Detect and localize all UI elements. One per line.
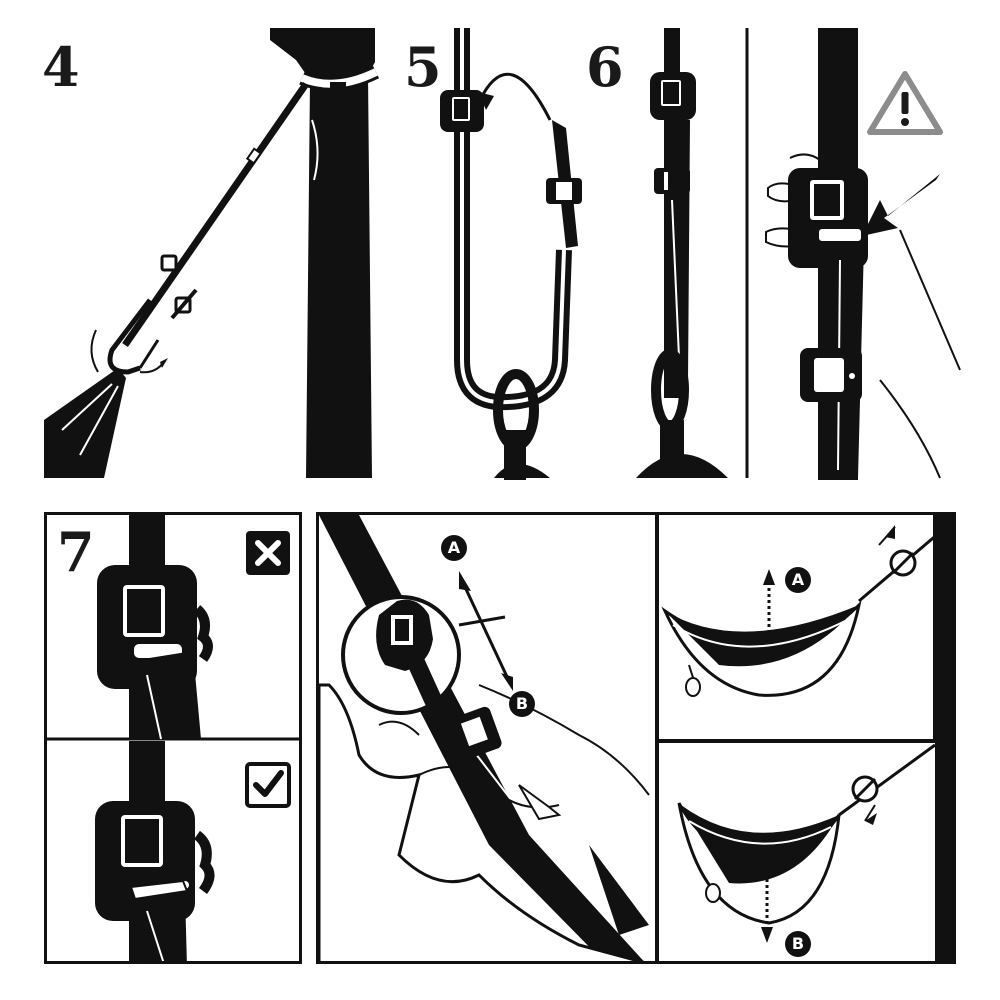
step-number-5: 5 [404, 35, 442, 99]
label-b-strap: B [509, 691, 535, 717]
adjust-strap-panel: A B [316, 512, 658, 964]
check-box-icon [245, 762, 291, 808]
hammock-raise-panel: A [656, 512, 956, 742]
step6-illustration [636, 28, 728, 478]
label-a-strap: A [441, 535, 467, 561]
label-b-hammock: B [785, 931, 811, 957]
step7-panel: 7 [44, 512, 302, 964]
step-number-4: 4 [42, 35, 80, 99]
hammock-lower-illustration [677, 743, 953, 961]
top-row-illustration [44, 28, 961, 480]
label-a-hammock: A [785, 567, 811, 593]
adjust-strap-illustration [319, 515, 650, 961]
warning-illustration [765, 28, 961, 480]
warning-triangle-icon [867, 71, 943, 135]
hammock-lower-panel: B [656, 740, 956, 964]
step7-illustration [47, 515, 299, 961]
step4-illustration [44, 28, 380, 478]
step-number-7: 7 [57, 520, 95, 584]
step-number-6: 6 [586, 35, 624, 99]
hammock-raise-illustration [661, 515, 953, 739]
step5-illustration [440, 28, 582, 480]
x-box-icon [246, 531, 290, 575]
